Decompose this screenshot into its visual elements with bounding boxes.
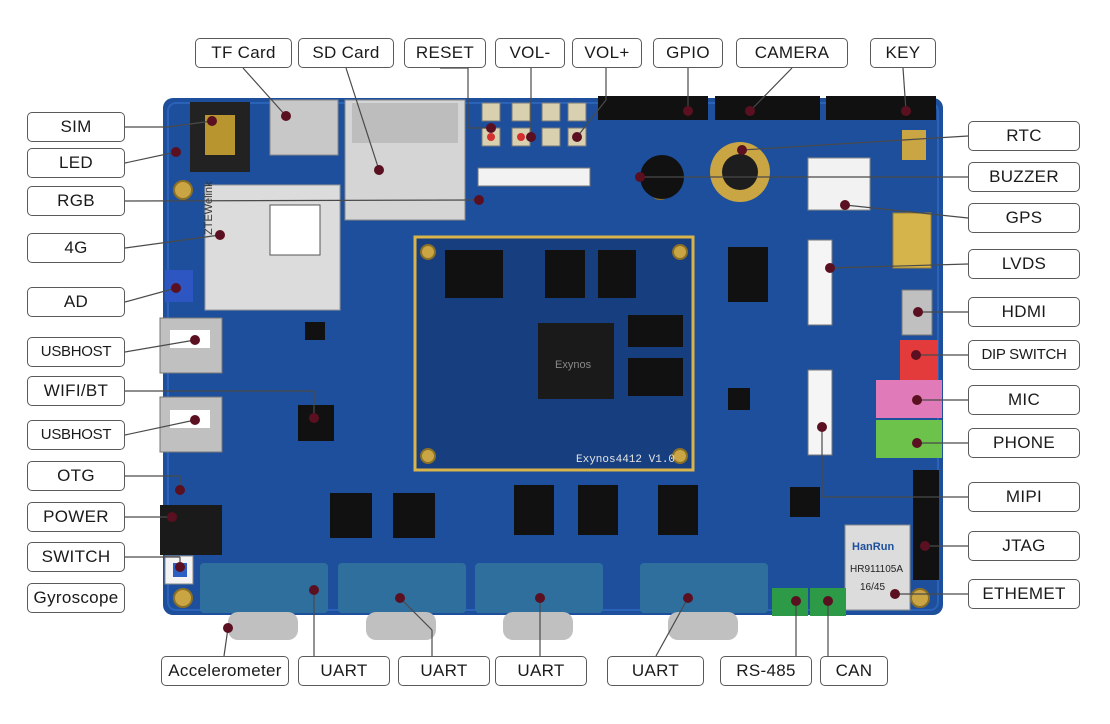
label-usbhost-2: USBHOST (27, 420, 125, 450)
label-vol-minus: VOL- (495, 38, 565, 68)
label-gyroscope: Gyroscope (27, 583, 125, 613)
key-header (826, 96, 936, 120)
jtag-header (913, 470, 939, 580)
tf-card-slot (269, 99, 339, 156)
label-camera: CAMERA (736, 38, 848, 68)
mic-jack (876, 380, 942, 418)
db9-connectors (200, 563, 768, 640)
label-mic: MIC (968, 385, 1080, 415)
soc-chip (538, 323, 614, 399)
label-wifi-bt: WIFI/BT (27, 376, 125, 406)
label-lvds: LVDS (968, 249, 1080, 279)
label-rs485: RS-485 (720, 656, 812, 686)
eth-model-text: HR911105A (850, 564, 903, 575)
label-ad: AD (27, 287, 125, 317)
mipi-connector (807, 369, 833, 456)
label-uart-3: UART (495, 656, 587, 686)
leader-lines (124, 67, 969, 657)
label-gps: GPS (968, 203, 1080, 233)
label-usbhost-1: USBHOST (27, 337, 125, 367)
power-jack (160, 505, 222, 555)
label-dip-switch: DIP SWITCH (968, 340, 1080, 370)
phone-jack (876, 420, 942, 458)
rgb-connector (477, 167, 591, 187)
label-switch: SWITCH (27, 542, 125, 572)
label-tf-card: TF Card (195, 38, 292, 68)
label-uart-1: UART (298, 656, 390, 686)
camera-header (715, 96, 820, 120)
eth-code-text: 16/45 (860, 582, 885, 593)
label-ethemet: ETHEMET (968, 579, 1080, 609)
soc-marking-text: Exynos (555, 359, 592, 371)
gps-antenna (902, 130, 926, 160)
label-jtag: JTAG (968, 531, 1080, 561)
label-sd-card: SD Card (298, 38, 394, 68)
label-rgb: RGB (27, 186, 125, 216)
rs485-terminal (772, 588, 808, 616)
label-sim: SIM (27, 112, 125, 142)
label-uart-4: UART (607, 656, 704, 686)
lvds-connector (892, 212, 932, 269)
label-hdmi: HDMI (968, 297, 1080, 327)
label-4g: 4G (27, 233, 125, 263)
label-accelerometer: Accelerometer (161, 656, 289, 686)
label-otg: OTG (27, 461, 125, 491)
dip-switch-part (900, 340, 938, 380)
gps-module (807, 157, 871, 211)
label-power: POWER (27, 502, 125, 532)
label-rtc: RTC (968, 121, 1080, 151)
label-can: CAN (820, 656, 888, 686)
label-vol-plus: VOL+ (572, 38, 642, 68)
label-led: LED (27, 148, 125, 178)
core-label-text: Exynos4412 V1.0 (576, 454, 675, 466)
label-buzzer: BUZZER (968, 162, 1080, 192)
label-uart-2: UART (398, 656, 490, 686)
label-phone: PHONE (968, 428, 1080, 458)
label-reset: RESET (404, 38, 486, 68)
label-key: KEY (870, 38, 936, 68)
module-brand-text: ZTEWelink (203, 181, 215, 235)
eth-brand-text: HanRun (852, 541, 894, 553)
label-gpio: GPIO (653, 38, 723, 68)
label-mipi: MIPI (968, 482, 1080, 512)
leader-dots (167, 106, 930, 633)
